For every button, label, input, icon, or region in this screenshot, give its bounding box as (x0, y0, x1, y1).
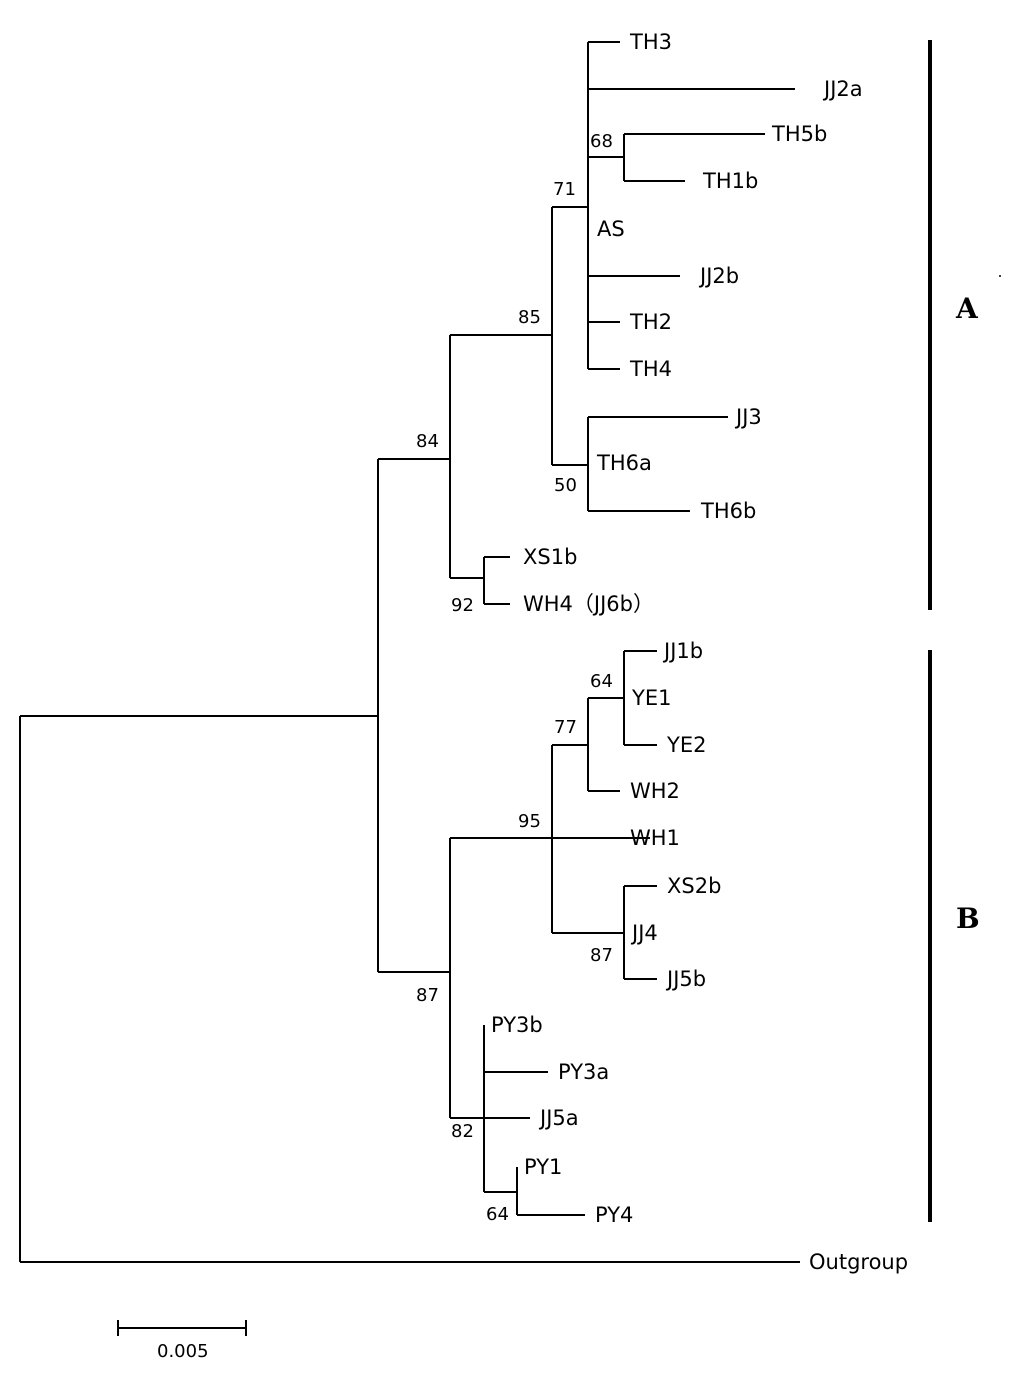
support-value: 95 (518, 811, 541, 832)
support-value: 68 (590, 131, 613, 152)
support-labels: 68 71 85 50 84 92 64 77 95 87 87 82 64 (416, 131, 613, 1225)
tip-label: TH6b (700, 499, 756, 523)
tip-label: PY3b (491, 1013, 543, 1037)
tip-label: JJ2a (822, 77, 863, 101)
tip-label: WH2 (630, 779, 680, 803)
support-value: 71 (553, 179, 576, 200)
support-value: 85 (518, 307, 541, 328)
tip-label: PY1 (524, 1155, 562, 1179)
tip-label: WH1 (630, 826, 680, 850)
tip-label: JJ2b (698, 264, 739, 288)
tip-label: TH3 (629, 30, 672, 54)
tip-label: TH6a (596, 451, 652, 475)
tip-label: TH5b (771, 122, 827, 146)
tip-label: JJ5a (538, 1106, 579, 1130)
tree-branches (19, 41, 800, 1263)
tip-label: WH4（JJ6b） (523, 592, 654, 616)
support-value: 77 (554, 717, 577, 738)
clade-b-label: B (956, 902, 980, 935)
support-value: 92 (451, 595, 474, 616)
tip-label: PY4 (595, 1203, 633, 1227)
support-value: 82 (451, 1121, 474, 1142)
tip-label: XS1b (523, 545, 577, 569)
stray-dot (999, 275, 1001, 277)
tip-label: TH4 (629, 357, 672, 381)
scale-bar: 0.005 (117, 1320, 247, 1362)
clade-brackets: A B (928, 40, 980, 1222)
support-value: 87 (416, 985, 439, 1006)
tip-label: XS2b (667, 874, 721, 898)
tip-labels: TH3 JJ2a TH5b TH1b AS JJ2b TH2 TH4 JJ3 T… (491, 30, 908, 1274)
scale-bar-label: 0.005 (157, 1341, 209, 1362)
support-value: 50 (554, 475, 577, 496)
support-value: 64 (486, 1204, 509, 1225)
tip-label: YE2 (666, 733, 706, 757)
tip-label: PY3a (558, 1060, 609, 1084)
tip-label: JJ1b (662, 639, 703, 663)
support-value: 87 (590, 945, 613, 966)
clade-a-label: A (955, 292, 979, 325)
tip-label: TH1b (702, 169, 758, 193)
tip-label: JJ4 (630, 921, 658, 945)
tip-label: YE1 (631, 686, 671, 710)
support-value: 64 (590, 671, 613, 692)
tip-label: Outgroup (809, 1250, 908, 1274)
tip-label: JJ3 (734, 405, 762, 429)
tip-label: TH2 (629, 310, 672, 334)
tip-label: AS (597, 217, 625, 241)
support-value: 84 (416, 431, 439, 452)
tip-label: JJ5b (665, 967, 706, 991)
